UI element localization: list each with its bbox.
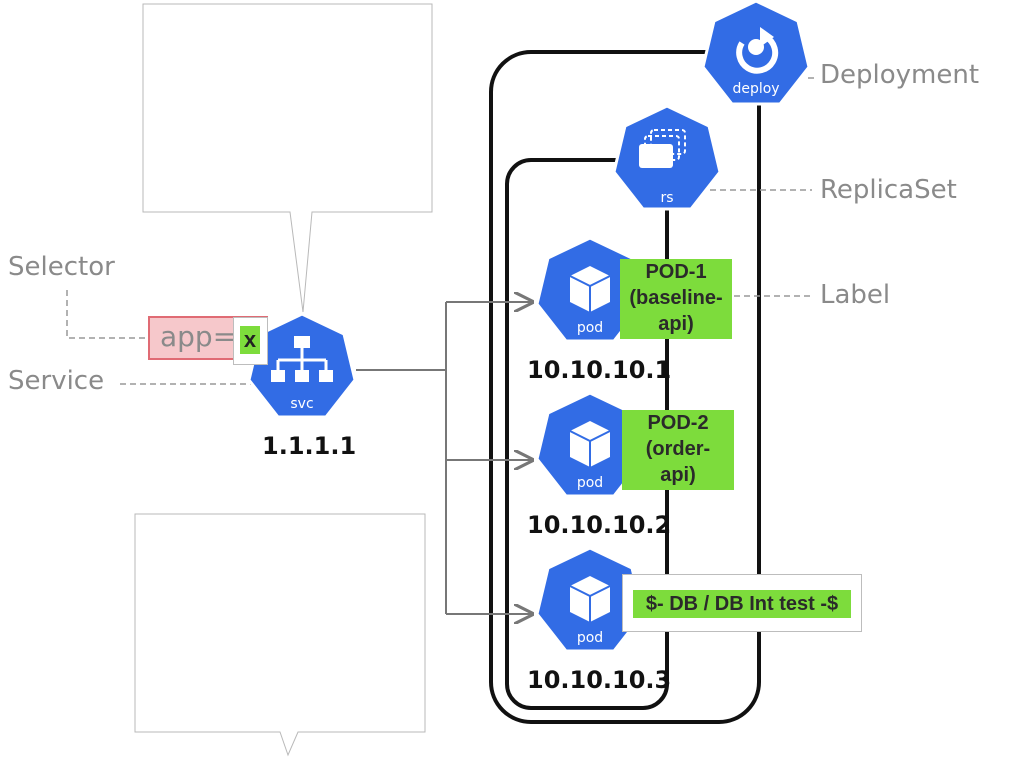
pod-2-label-line-3: api) [660, 464, 696, 486]
pod-icon-2: pod [535, 391, 645, 498]
replicaset-icon: rs [612, 104, 722, 211]
svg-text:pod: pod [577, 320, 603, 336]
pod-1-label-line-3: api) [658, 313, 694, 335]
arrow-to-pod-1 [445, 302, 532, 614]
selector-key: app= [160, 320, 237, 353]
pod-2-label[interactable]: POD-2 (order- api) [622, 410, 734, 490]
callout-bubble-top[interactable] [142, 3, 433, 313]
svg-text:svc: svc [290, 396, 313, 412]
pod-2-label-line-1: POD-2 [647, 412, 709, 434]
pod-1-label-line-2: (baseline- [629, 287, 723, 309]
pod-1-label-line-1: POD-1 [645, 261, 707, 283]
pod-1-ip: 10.10.10.1 [527, 356, 672, 384]
pod-2-label-line-2: (order- [645, 438, 711, 460]
service-label: Service [8, 366, 105, 396]
selector-connector [66, 290, 148, 339]
pod-icon-3: pod [535, 546, 645, 653]
selector-label: Selector [8, 252, 115, 282]
deployment-label: Deployment [820, 60, 980, 90]
pod-3-ip: 10.10.10.3 [527, 666, 672, 694]
replicaset-label: ReplicaSet [820, 175, 957, 205]
svg-text:rs: rs [660, 190, 673, 206]
svg-text:pod: pod [577, 630, 603, 646]
svg-text:pod: pod [577, 475, 603, 491]
selector-value[interactable]: x [240, 326, 260, 354]
pod-1-label[interactable]: POD-1 (baseline- api) [620, 259, 732, 339]
pod-icon-1: pod [535, 236, 645, 343]
deploy-icon: deploy [701, 0, 811, 106]
pod-3-label[interactable]: $- DB / DB Int test -$ [633, 590, 851, 618]
pod-2-ip: 10.10.10.2 [527, 511, 672, 539]
callout-bubble-bottom[interactable] [134, 513, 426, 757]
svg-text:deploy: deploy [732, 81, 779, 97]
label-label: Label [820, 280, 891, 310]
deployment-boundary [489, 50, 761, 724]
service-ip: 1.1.1.1 [262, 432, 357, 460]
